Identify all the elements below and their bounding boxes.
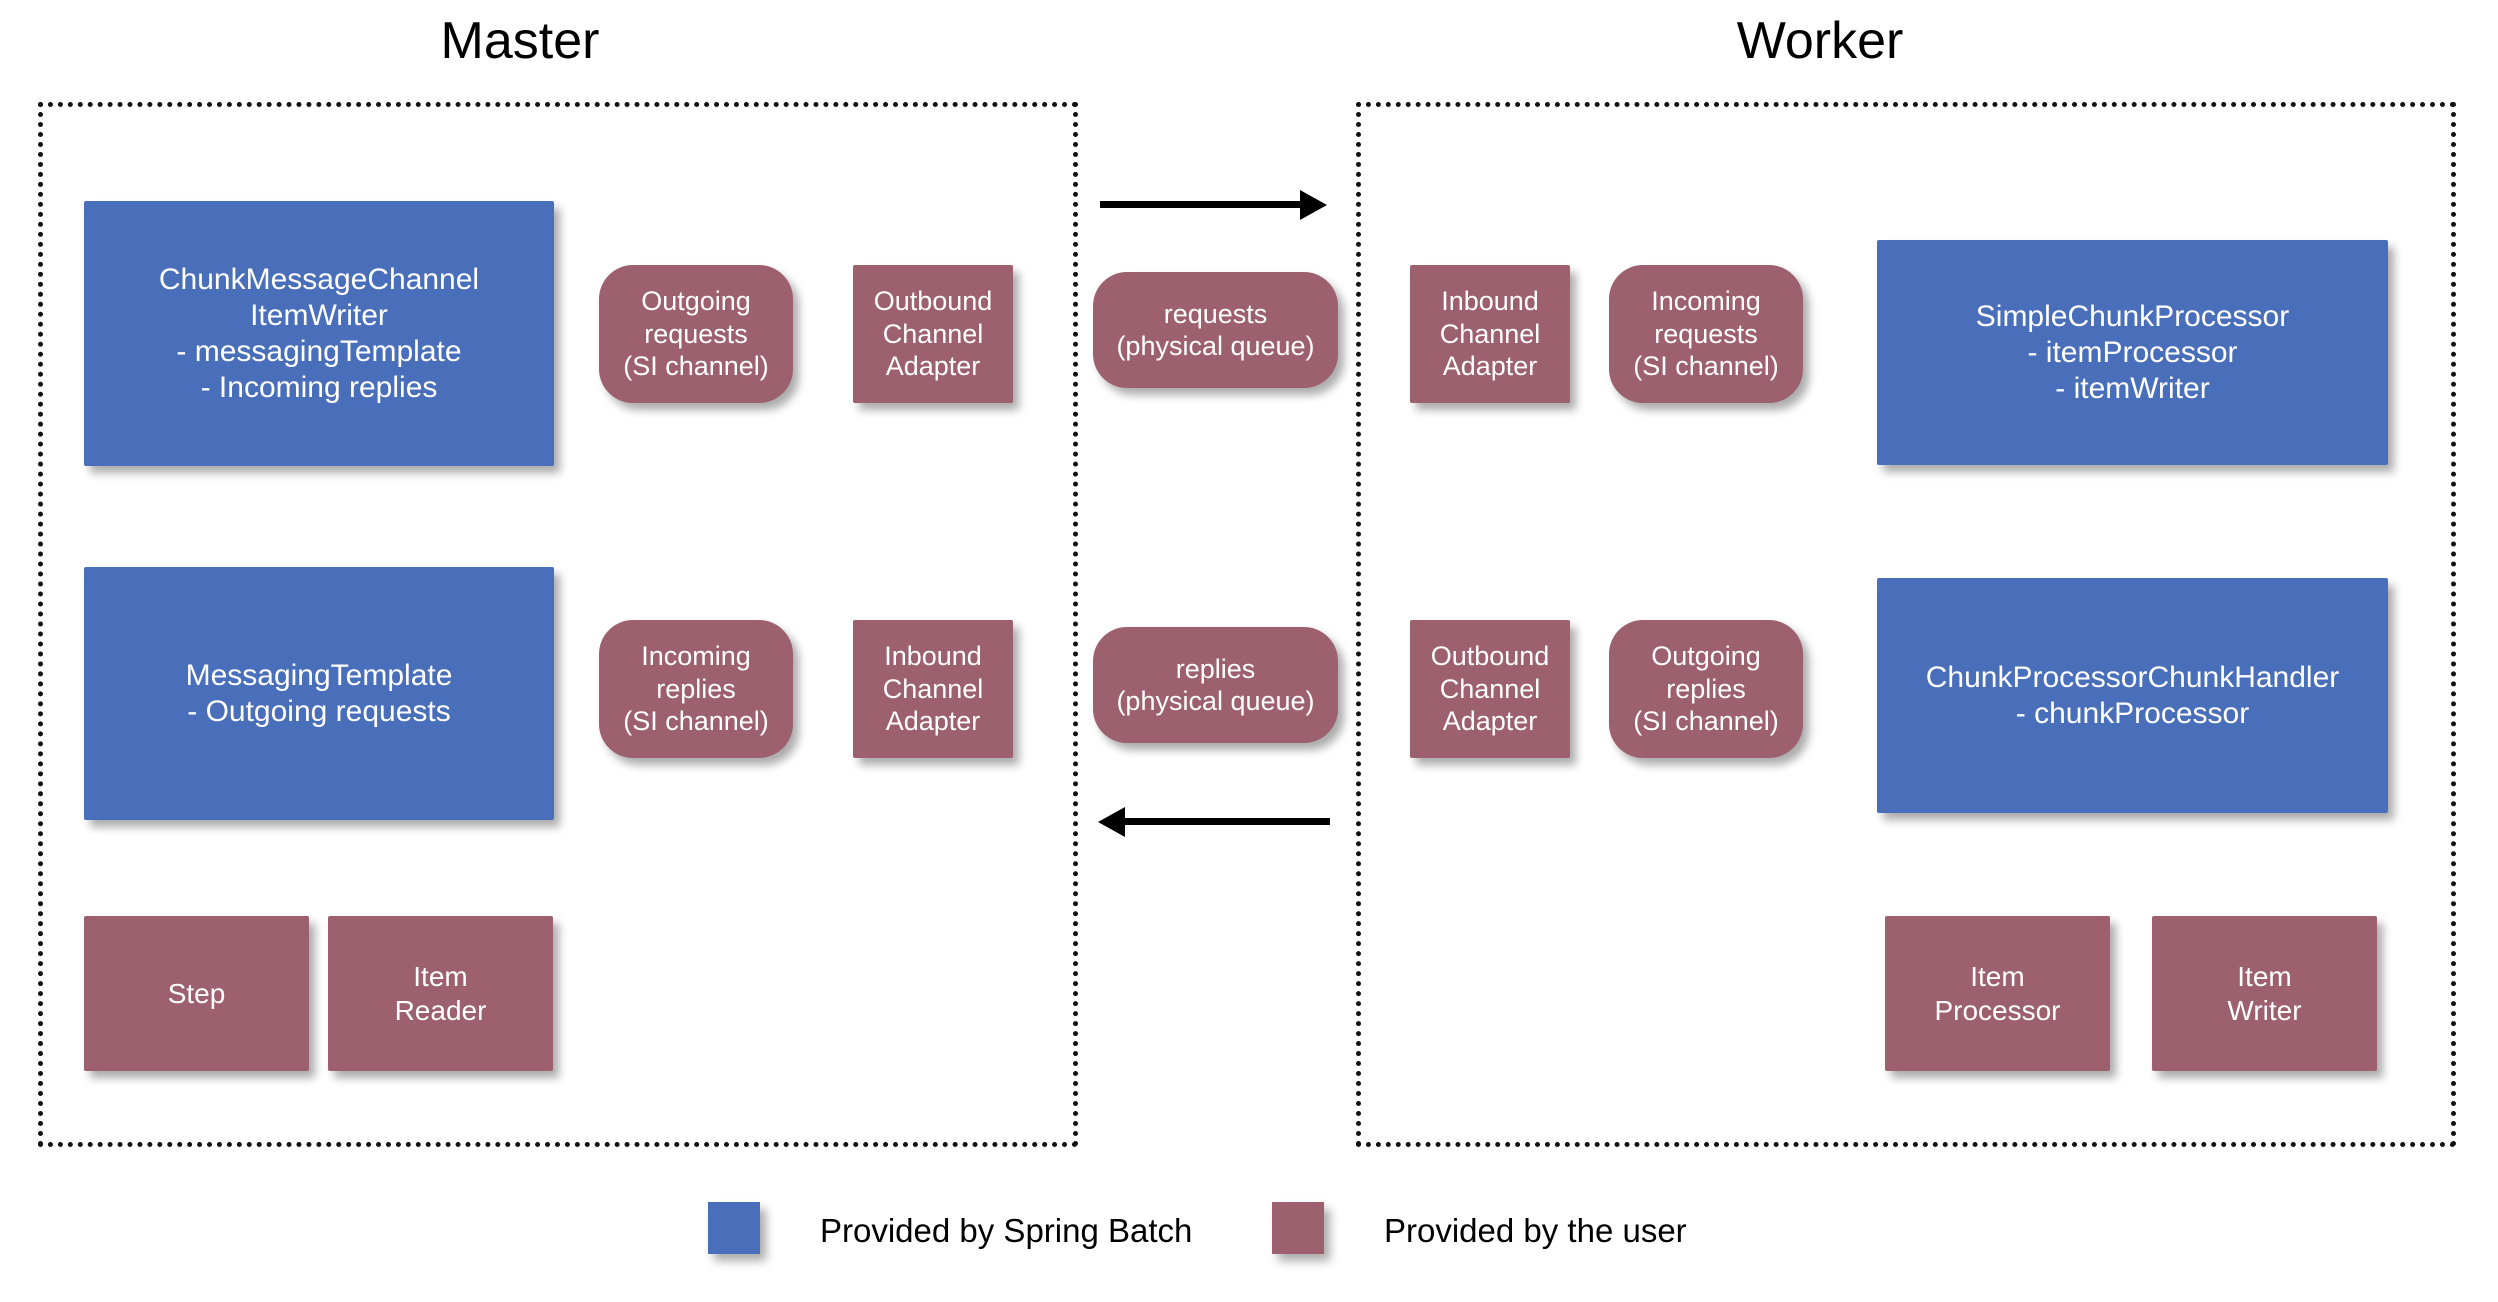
- node-item-processor[interactable]: Item Processor: [1885, 916, 2110, 1071]
- node-worker-inbound-channel-adapter[interactable]: Inbound Channel Adapter: [1410, 265, 1570, 403]
- node-item-writer[interactable]: Item Writer: [2152, 916, 2377, 1071]
- arrow-replies-head: [1098, 807, 1125, 837]
- legend-label-user: Provided by the user: [1384, 1212, 1687, 1249]
- node-item-reader[interactable]: Item Reader: [328, 916, 553, 1071]
- node-master-inbound-channel-adapter[interactable]: Inbound Channel Adapter: [853, 620, 1013, 758]
- node-chunk-message-channel-item-writer[interactable]: ChunkMessageChannel ItemWriter - messagi…: [84, 201, 554, 466]
- node-messaging-template[interactable]: MessagingTemplate - Outgoing requests: [84, 567, 554, 820]
- legend-label-spring-batch: Provided by Spring Batch: [820, 1212, 1193, 1249]
- arrow-requests-head: [1300, 190, 1327, 220]
- node-requests-physical-queue[interactable]: requests (physical queue): [1093, 272, 1338, 388]
- worker-panel-title: Worker: [1736, 12, 1904, 70]
- master-panel: [38, 102, 1078, 1147]
- worker-panel: [1356, 102, 2456, 1147]
- master-panel-title: Master: [440, 12, 600, 70]
- node-master-outbound-channel-adapter[interactable]: Outbound Channel Adapter: [853, 265, 1013, 403]
- legend-swatch-spring-batch: [708, 1202, 760, 1254]
- node-chunk-processor-chunk-handler[interactable]: ChunkProcessorChunkHandler - chunkProces…: [1877, 578, 2388, 813]
- node-worker-outbound-channel-adapter[interactable]: Outbound Channel Adapter: [1410, 620, 1570, 758]
- node-worker-incoming-requests-channel[interactable]: Incoming requests (SI channel): [1609, 265, 1803, 403]
- node-simple-chunk-processor[interactable]: SimpleChunkProcessor - itemProcessor - i…: [1877, 240, 2388, 465]
- node-worker-outgoing-replies-channel[interactable]: Outgoing replies (SI channel): [1609, 620, 1803, 758]
- legend-swatch-user: [1272, 1202, 1324, 1254]
- node-master-outgoing-requests-channel[interactable]: Outgoing requests (SI channel): [599, 265, 793, 403]
- arrow-replies-shaft: [1125, 818, 1330, 825]
- node-master-incoming-replies-channel[interactable]: Incoming replies (SI channel): [599, 620, 793, 758]
- node-step[interactable]: Step: [84, 916, 309, 1071]
- node-replies-physical-queue[interactable]: replies (physical queue): [1093, 627, 1338, 743]
- arrow-requests-shaft: [1100, 201, 1305, 208]
